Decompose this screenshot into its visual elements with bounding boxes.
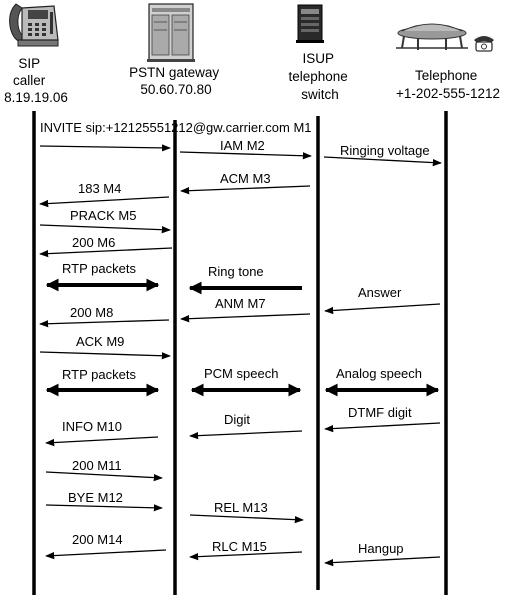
m2-label: IAM M2 (220, 138, 265, 153)
m4-label: 183 M4 (78, 181, 121, 196)
m14-label: 200 M14 (72, 532, 123, 547)
telephone-line-1: Telephone (415, 68, 477, 83)
sip-caller-label: SIP caller 8.19.19.06 (4, 56, 68, 105)
telephone-label: Telephone +1-202-555-1212 (396, 68, 500, 101)
m15-label: RLC M15 (212, 539, 267, 554)
m11-label: 200 M11 (72, 458, 122, 473)
m7-arrow (180, 313, 311, 323)
m8-arrow (39, 319, 170, 328)
analog-speech-label: Analog speech (336, 366, 422, 381)
m13-arrow (189, 514, 304, 524)
ring-tone-label: Ring tone (208, 264, 264, 279)
m7-label: ANM M7 (215, 296, 266, 311)
m5-arrow (39, 224, 171, 234)
isup-switch-line-3: switch (301, 87, 339, 102)
dtmf-digit-label: DTMF digit (348, 405, 412, 420)
digit-label: Digit (224, 412, 250, 427)
m12-label: BYE M12 (68, 490, 123, 505)
hangup-arrow (324, 556, 441, 567)
m6-arrow (39, 247, 173, 258)
m6-label: 200 M6 (72, 235, 115, 250)
pcm-speech-label: PCM speech (204, 366, 278, 381)
ringing-voltage-arrow (323, 156, 442, 167)
m9-arrow (39, 351, 171, 360)
telephone-line-2: +1-202-555-1212 (396, 86, 500, 101)
ip-phone-icon (9, 3, 59, 47)
hangup-label: Hangup (358, 541, 404, 556)
answer-arrow (324, 303, 441, 315)
m15-arrow (189, 551, 303, 561)
m11-arrow (45, 471, 163, 482)
pstn-gateway-line-2: 50.60.70.80 (140, 82, 211, 97)
dtmf-digit-arrow (324, 422, 441, 433)
sip-caller-line-3: 8.19.19.06 (4, 90, 68, 105)
isup-switch-label: ISUP telephone switch (288, 51, 351, 102)
m1-arrow (39, 144, 171, 152)
telephone-network-icon (396, 23, 494, 52)
sip-caller-line-2: caller (13, 73, 46, 88)
server-rack-icon (147, 3, 195, 62)
m14-arrow (45, 549, 167, 560)
sip-caller-line-1: SIP (18, 56, 40, 71)
m10-label: INFO M10 (62, 419, 122, 434)
m2-arrow (179, 151, 312, 160)
m8-label: 200 M8 (70, 305, 113, 320)
pstn-gateway-label: PSTN gateway 50.60.70.80 (129, 65, 223, 97)
m10-arrow (45, 436, 159, 447)
rtp-packets-label-1: RTP packets (62, 261, 136, 276)
m9-label: ACK M9 (76, 334, 124, 349)
switch-cabinet-icon (296, 4, 324, 43)
m13-label: REL M13 (214, 500, 268, 515)
m3-label: ACM M3 (220, 171, 271, 186)
ringing-voltage-label: Ringing voltage (340, 143, 430, 158)
answer-label: Answer (358, 285, 402, 300)
isup-switch-line-1: ISUP (302, 51, 334, 66)
pstn-gateway-line-1: PSTN gateway (129, 65, 219, 80)
m1-label: INVITE sip:+12125551212@gw.carrier.com M… (40, 120, 312, 135)
m4-arrow (39, 196, 170, 208)
rtp-packets-label-2: RTP packets (62, 367, 136, 382)
digit-arrow (189, 430, 303, 440)
m5-label: PRACK M5 (70, 208, 136, 223)
m12-arrow (45, 504, 163, 512)
m3-arrow (180, 185, 311, 195)
isup-switch-line-2: telephone (288, 69, 347, 84)
